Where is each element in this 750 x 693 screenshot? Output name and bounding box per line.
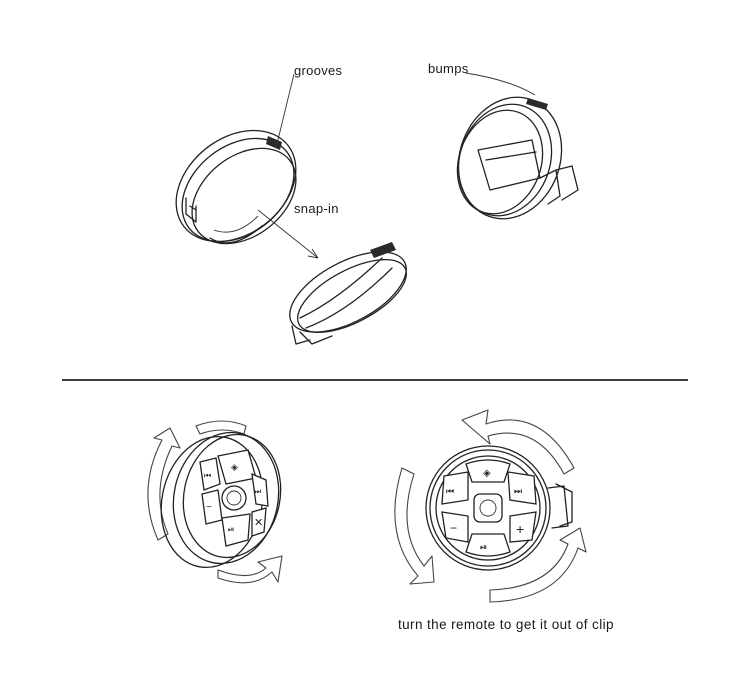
remote-side-view-grooves (175, 129, 297, 245)
caption-instruction: turn the remote to get it out of clip (398, 617, 614, 632)
bumps-leader-line (465, 72, 536, 96)
svg-text:+: + (516, 521, 524, 537)
remote-snapped-in (289, 242, 408, 345)
svg-text:⏯: ⏯ (480, 542, 487, 552)
svg-text:⏮: ⏮ (446, 486, 454, 496)
svg-text:⏭: ⏭ (514, 486, 522, 496)
svg-text:⏮: ⏮ (204, 471, 211, 480)
svg-text:◈: ◈ (231, 462, 238, 472)
svg-text:−: − (450, 521, 457, 535)
rotation-arrow-top (195, 420, 247, 435)
rotation-arrow-bottom (217, 555, 283, 584)
remote-tilted-rotation: ⏮ ◈ ⏭ − ✕ ⏯ (147, 420, 283, 584)
rotation-arrow-left-right (394, 467, 435, 585)
label-bumps: bumps (428, 61, 469, 76)
grooves-leader-line (275, 73, 295, 149)
label-snap-in: snap-in (294, 201, 339, 216)
rotation-arrow-top-right (461, 409, 575, 475)
svg-text:✕: ✕ (254, 517, 263, 529)
svg-text:◈: ◈ (483, 468, 491, 479)
svg-text:⏯: ⏯ (228, 525, 234, 534)
remote-front-in-clip: ◈ ⏮ ⏭ − + ⏯ (394, 409, 587, 603)
clip-holder-bumps (456, 96, 579, 220)
label-grooves: grooves (294, 63, 343, 78)
rotation-arrow-left (147, 427, 181, 541)
rotation-arrow-bottom-right (489, 527, 587, 603)
snap-in-arrow (257, 209, 319, 259)
svg-text:−: − (206, 502, 212, 513)
svg-text:⏭: ⏭ (254, 487, 261, 496)
